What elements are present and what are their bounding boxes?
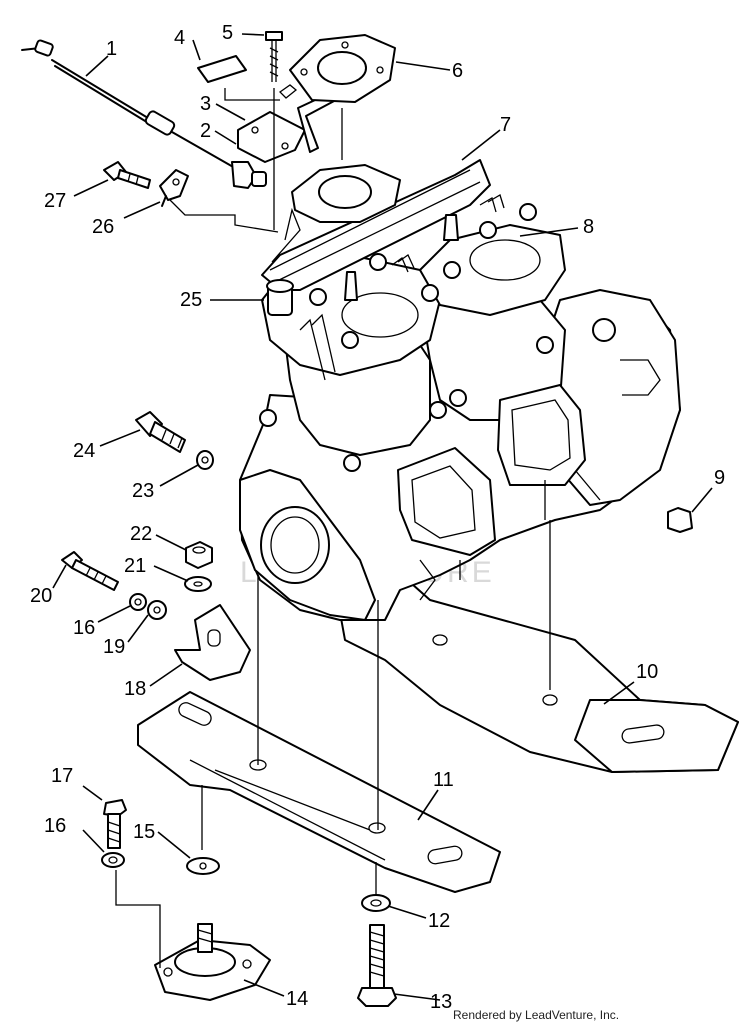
callout-23: 23 — [132, 480, 154, 502]
callout-10: 10 — [636, 661, 658, 683]
temperature-sensor — [231, 161, 267, 189]
washer-12 — [361, 894, 391, 912]
engine-mount-plate — [334, 559, 739, 773]
callout-19: 19 — [103, 636, 125, 658]
screw — [265, 31, 283, 82]
callout-6: 6 — [452, 60, 463, 82]
alignment-lines — [115, 88, 551, 968]
nut-22 — [185, 541, 213, 569]
temperature-sensor-cable — [21, 39, 236, 169]
rubber-mount — [154, 923, 271, 1001]
callout-20: 20 — [30, 585, 52, 607]
callout-1: 1 — [106, 38, 117, 60]
callout-2: 2 — [200, 120, 211, 142]
callout-9: 9 — [714, 467, 725, 489]
callout-5: 5 — [222, 22, 233, 44]
leader-lines — [52, 33, 713, 1001]
callout-17: 17 — [51, 765, 73, 787]
decal — [197, 55, 247, 83]
lock-washer-16-lower — [101, 852, 125, 868]
washer-21 — [184, 576, 212, 592]
lock-washer-16-upper — [129, 593, 147, 611]
callout-7: 7 — [500, 114, 511, 136]
credit-line: Rendered by LeadVenture, Inc. — [453, 1008, 619, 1022]
callout-27: 27 — [44, 190, 66, 212]
callout-11: 11 — [433, 769, 454, 791]
bolt-20 — [61, 551, 119, 591]
washer-15 — [186, 857, 220, 875]
drain-plug — [667, 507, 693, 533]
callout-16-upper: 16 — [73, 617, 95, 639]
callout-8: 8 — [583, 216, 594, 238]
engine-block — [239, 159, 681, 621]
callout-26: 26 — [92, 216, 114, 238]
callout-25: 25 — [180, 289, 202, 311]
exhaust-gasket — [289, 34, 396, 103]
callout-21: 21 — [124, 555, 146, 577]
callout-24: 24 — [73, 440, 95, 462]
callout-13: 13 — [430, 991, 452, 1013]
callout-3: 3 — [200, 93, 211, 115]
screw-27 — [103, 161, 151, 189]
lower-mount-plate — [137, 691, 501, 893]
mount-bracket — [174, 604, 251, 681]
washer-23 — [196, 450, 214, 470]
callout-22: 22 — [130, 523, 152, 545]
callout-18: 18 — [124, 678, 146, 700]
callout-numbers: 1 2 3 4 5 6 7 8 9 10 11 12 13 14 15 16 1… — [30, 22, 725, 1013]
callout-4: 4 — [174, 27, 185, 49]
bolt-17 — [103, 799, 127, 849]
bolt-24 — [135, 411, 186, 453]
ground-tab — [159, 169, 189, 207]
callout-14: 14 — [286, 988, 308, 1010]
washer-19 — [147, 600, 167, 620]
callout-15: 15 — [133, 821, 155, 843]
bolt-13 — [357, 924, 397, 1007]
callout-12: 12 — [428, 910, 450, 932]
callout-16-lower: 16 — [44, 815, 66, 837]
